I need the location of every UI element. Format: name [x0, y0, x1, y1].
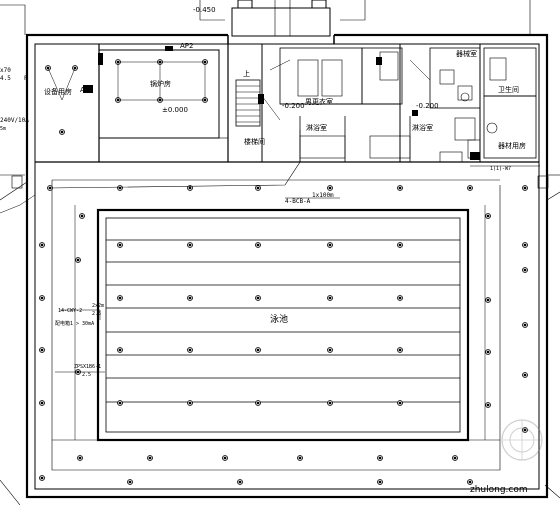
cable-left-e: 配电箱 [55, 320, 70, 327]
left-cable-2: 4.5 [0, 75, 11, 82]
watermark: zhulong.com [470, 485, 528, 495]
toilet-label: 卫生间 [498, 85, 519, 94]
left-cable-3: 240V/10A [0, 117, 29, 124]
left-room-label: 设备用房 [44, 87, 72, 96]
cable-left-a: 14-CWY-2 [58, 308, 82, 314]
changing-room-label: 男更衣室 [305, 97, 333, 106]
text-labels: -0.450 ±0.000 -0.200 -0.200 锅炉房 设备用房 AP1… [0, 6, 528, 495]
panel-boxes [83, 46, 480, 160]
mat-room-label: 器材用房 [498, 141, 526, 150]
cable-left-f: ZPSX1B6-1 [74, 364, 101, 370]
entrance-block [231, 0, 331, 37]
upper-rooms [34, 43, 539, 163]
elevation-pump: ±0.000 [162, 106, 188, 114]
pool-label: 泳池 [270, 313, 288, 325]
equip-room-label: 器械室 [456, 49, 477, 58]
stair-label: 上 [243, 69, 250, 78]
cable-center-a: 4-BCB-A [285, 198, 311, 205]
ap2-label: AP2 [180, 42, 193, 50]
cable-left-c: 2.5 [92, 311, 101, 317]
cable-left-g: 2.5 [82, 372, 91, 378]
label-p: P [24, 75, 28, 82]
deck-wiring [51, 179, 501, 471]
ap1-label: AP1 [80, 86, 93, 94]
shower-right-label: 淋浴室 [412, 123, 433, 132]
corridor-label: 楼梯间 [244, 137, 265, 146]
shower-left-label: 淋浴室 [306, 123, 327, 132]
elevation-top: -0.450 [193, 6, 216, 14]
cable-left-d: 1 > 30mA [70, 321, 94, 327]
elevation-right-room: -0.200 [416, 102, 439, 110]
stair-treads [236, 85, 260, 123]
cable-center-b: 1x100m [312, 192, 334, 199]
room-wiring [0, 59, 540, 373]
left-cable-1: x70 [0, 67, 11, 74]
pool [96, 208, 470, 442]
elevation-left-room: -0.200 [282, 102, 305, 110]
cable-right: 1(1)-W7 [490, 166, 511, 172]
outer-wall [25, 28, 549, 499]
light-fixtures [39, 59, 528, 485]
cable-left-b: 2x2m [92, 303, 104, 309]
pool-lanes [106, 239, 460, 403]
watermark-logo-icon [501, 419, 543, 461]
left-cable-4: 5m [0, 126, 6, 132]
pump-room-label: 锅炉房 [150, 79, 171, 88]
